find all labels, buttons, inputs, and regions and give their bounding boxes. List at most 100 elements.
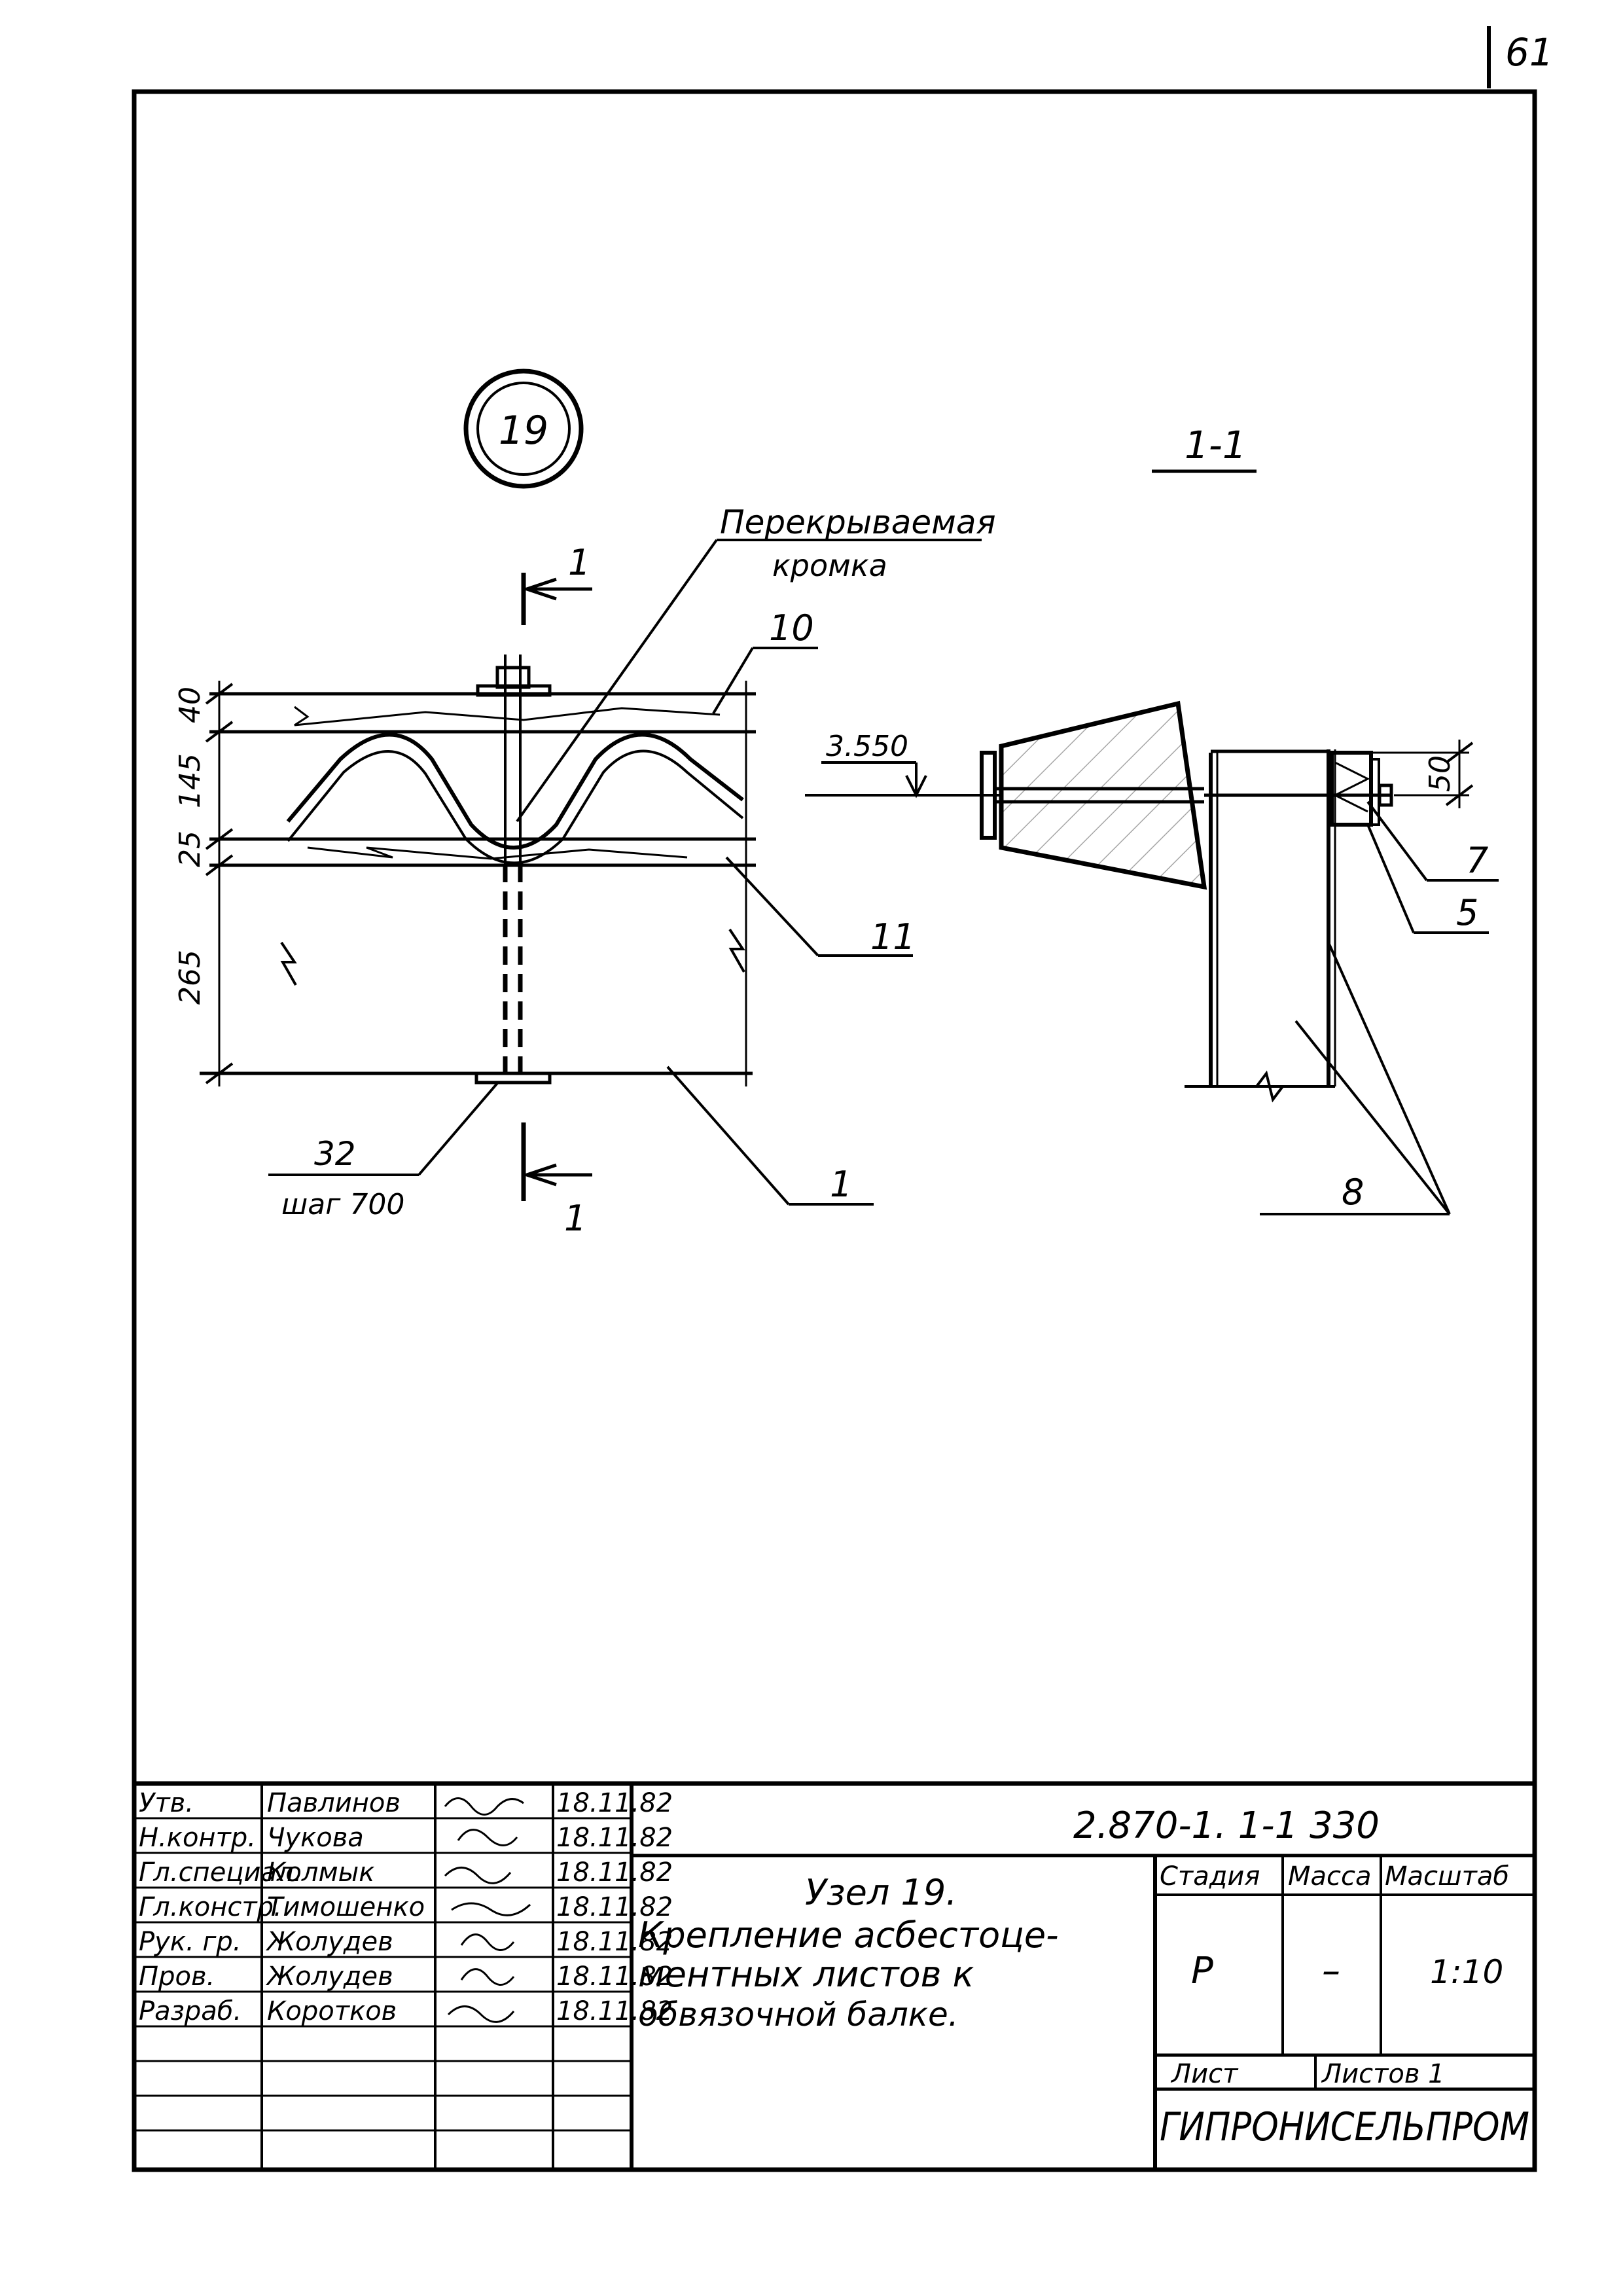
- node-19-view: 19 1 1 Перекрываем: [173, 368, 996, 1239]
- node-circle-inner: [476, 382, 571, 476]
- pos-10-leader: [712, 647, 754, 715]
- beam-break-left: [280, 941, 297, 986]
- tb-name-2: Колмык: [267, 1857, 374, 1888]
- organization-name: ГИПРОНИСЕЛЬПРОМ: [1160, 2104, 1529, 2150]
- concrete-beam-hatch: [1001, 704, 1204, 887]
- tb-name-4: Жолудев: [265, 1927, 393, 1957]
- corrugated-sheet-outer: [286, 732, 744, 850]
- signature-mark-3: [451, 1902, 531, 1916]
- tb-date-3: 18.11.82: [556, 1892, 673, 1922]
- bolt-callout-leader: [418, 1082, 499, 1176]
- node-circle-outer: [463, 368, 584, 489]
- column-break: [1255, 1070, 1284, 1103]
- sheet-frame: [132, 89, 1537, 2172]
- tb-name-3: Тимошенко: [267, 1892, 425, 1922]
- doc-code: 2.870-1. 1-1 330: [1073, 1804, 1380, 1847]
- dim-50-label: 50: [1423, 755, 1457, 792]
- pos-11-label: 11: [870, 916, 916, 958]
- tb-role-6: Разраб.: [139, 1996, 241, 2026]
- tb-date-4: 18.11.82: [556, 1927, 673, 1957]
- bolt-washer-top: [476, 684, 552, 697]
- pos-5-label: 5: [1456, 892, 1478, 933]
- pos-5-leader: [1366, 824, 1415, 933]
- corrugated-sheet-inner: [287, 749, 744, 865]
- tb-role-0: Утв.: [139, 1788, 194, 1818]
- tb-name-5: Жолудев: [265, 1962, 393, 1992]
- dim-left-40: 40: [173, 687, 207, 723]
- tb-date-5: 18.11.82: [556, 1962, 673, 1992]
- scale-header: Масштаб: [1385, 1861, 1509, 1892]
- sheet-label: Лист: [1170, 2059, 1239, 2089]
- tb-role-5: Пров.: [139, 1962, 215, 1992]
- elevation-label: 3.550: [826, 730, 908, 763]
- pos-1-leader: [666, 1066, 790, 1206]
- tb-role-2: Гл.специал.: [139, 1857, 302, 1888]
- signature-mark-0: [444, 1797, 524, 1816]
- tb-date-2: 18.11.82: [556, 1857, 673, 1888]
- bolt-step-label: шаг 700: [281, 1188, 404, 1221]
- dim-left-tick-3: [205, 828, 234, 850]
- section-title: 1-1: [1185, 423, 1247, 467]
- tb-role-1: Н.контр.: [139, 1823, 256, 1853]
- pos-1-label: 1: [830, 1164, 852, 1205]
- section-mark-bottom-head: [522, 1163, 557, 1187]
- pos-10-label: 10: [769, 607, 814, 649]
- title-line-1: Узел 19.: [805, 1872, 957, 1913]
- dim-left-tick-2: [205, 721, 234, 743]
- title-block: Утв. Павлинов 18.11.82 Н.контр. Чукова 1…: [134, 1781, 1535, 2170]
- signature-mark-4: [460, 1933, 515, 1951]
- top-board-grain: [294, 706, 721, 726]
- tb-role-3: Гл.констр.: [139, 1892, 282, 1922]
- mass-header: Масса: [1288, 1861, 1372, 1892]
- section-1-1-view: 1-1 3.550 50: [805, 423, 1499, 1215]
- wooden-block-fill: [1332, 761, 1370, 813]
- bolt-washer-bottom: [474, 1071, 552, 1085]
- signature-mark-1: [457, 1829, 518, 1846]
- node-circle-label: 19: [499, 408, 548, 454]
- callout-overlap-line1: Перекрываемая: [720, 503, 996, 541]
- dim-left-tick-1: [205, 683, 234, 705]
- title-line-4: обвязочной балке.: [638, 1996, 959, 2034]
- tb-date-0: 18.11.82: [556, 1788, 673, 1818]
- pos-8-leader-2: [1327, 942, 1451, 1215]
- dim-left-145: 145: [173, 753, 207, 808]
- stage-header: Стадия: [1160, 1861, 1260, 1892]
- page-number: 61: [1505, 30, 1554, 75]
- dim-left-25: 25: [173, 831, 207, 867]
- mass-value: –: [1322, 1950, 1340, 1992]
- tb-role-4: Рук. гр.: [139, 1927, 241, 1957]
- tb-name-0: Павлинов: [267, 1788, 401, 1818]
- pos-7-label: 7: [1466, 840, 1488, 881]
- pos-8-leader-1: [1294, 1020, 1451, 1215]
- beam-break-right: [728, 928, 745, 973]
- sheets-label: Листов 1: [1321, 2059, 1445, 2089]
- dim-left-265: 265: [173, 950, 207, 1005]
- scale-value: 1:10: [1430, 1953, 1503, 1991]
- tie-rod-nut: [1378, 783, 1393, 807]
- dim-left-tick-5: [205, 1062, 234, 1085]
- callout-overlap-leader: [516, 539, 718, 823]
- pos-7-leader: [1366, 800, 1428, 882]
- dim-left-tick-4: [205, 854, 234, 876]
- section-mark-top-label: 1: [568, 542, 590, 583]
- signature-mark-2: [444, 1867, 512, 1884]
- tb-date-6: 18.11.82: [556, 1996, 673, 2026]
- signature-mark-6: [447, 2005, 515, 2023]
- bolt-size-label: 32: [314, 1135, 356, 1173]
- lower-board-grain: [307, 846, 688, 860]
- title-line-2: Крепление асбестоце-: [638, 1914, 1059, 1956]
- section-mark-bottom-label: 1: [564, 1198, 586, 1239]
- callout-overlap-line2: кромка: [772, 548, 887, 583]
- tb-name-6: Коротков: [267, 1996, 397, 2026]
- tb-name-1: Чукова: [267, 1823, 364, 1853]
- dim-50-tick-2: [1445, 784, 1474, 806]
- pos-11-leader: [725, 856, 819, 957]
- title-line-3: ментных листов к: [638, 1954, 974, 1995]
- pos-8-label: 8: [1342, 1172, 1364, 1213]
- dim-50-tick-1: [1445, 742, 1474, 764]
- signature-mark-5: [460, 1968, 515, 1986]
- stage-value: Р: [1191, 1950, 1213, 1992]
- section-mark-top-head: [522, 577, 557, 601]
- tb-date-1: 18.11.82: [556, 1823, 673, 1853]
